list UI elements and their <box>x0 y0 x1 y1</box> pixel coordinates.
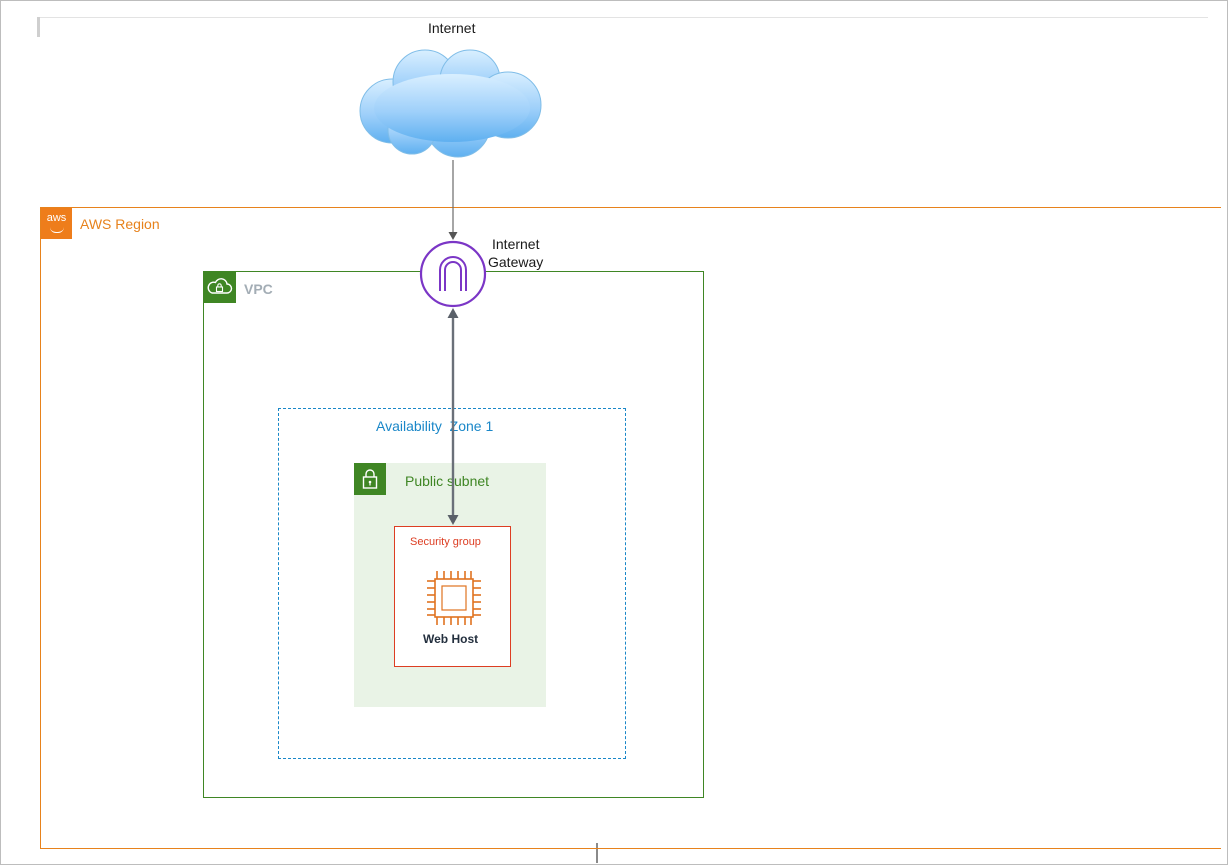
bottom-marker <box>596 843 598 863</box>
web-host-label: Web Host <box>423 632 479 646</box>
aws-logo-icon: aws <box>41 208 72 239</box>
aws-region-label: AWS Region <box>80 216 160 232</box>
top-left-marker <box>37 17 40 37</box>
top-divider <box>40 17 1208 18</box>
gateway-label-line2: Gateway <box>488 254 544 270</box>
aws-badge-text: aws <box>46 212 67 224</box>
public-subnet-label: Public subnet <box>405 473 490 489</box>
internet-label: Internet <box>428 20 476 36</box>
security-group[interactable] <box>394 526 511 667</box>
availability-zone-label: Availability Zone 1 <box>376 418 494 434</box>
vpc-label: VPC <box>244 281 273 297</box>
vpc-cloud-lock-icon <box>203 271 236 303</box>
aws-region-group[interactable] <box>40 207 1221 849</box>
gateway-label-line1: Internet <box>492 236 540 252</box>
security-group-label: Security group <box>410 536 481 548</box>
subnet-lock-icon <box>354 463 386 495</box>
